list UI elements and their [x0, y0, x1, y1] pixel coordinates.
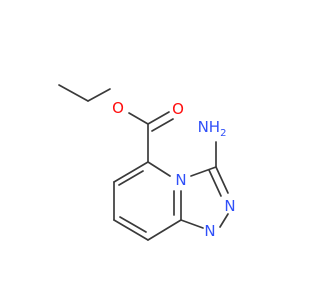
- carbonyl-oxygen-label: O: [172, 100, 184, 118]
- bond-n2-n1: [219, 213, 229, 228]
- ring-bridge-nitrogen-label: N: [175, 171, 186, 189]
- bond-o-c: [128, 112, 149, 125]
- bond-c3-n2-inner: [208, 169, 222, 197]
- bond-c7-c8: [113, 219, 149, 241]
- atom-labels: O O NH2 N N N: [112, 99, 236, 240]
- molecule-structure: O O NH2 N N N: [58, 84, 236, 241]
- ester-oxygen-label: O: [112, 99, 124, 117]
- bond-c3-n2: [215, 166, 229, 194]
- amine-main: NH: [198, 118, 221, 136]
- amine-label: NH2: [198, 118, 227, 139]
- bond-c7-c8-inner: [119, 216, 147, 233]
- bond-c-o-double-b: [151, 118, 174, 132]
- bond-c-o-double-a: [147, 111, 170, 125]
- bond-c8-c8a: [147, 219, 182, 241]
- bond-ch3-ch2: [58, 84, 89, 102]
- bond-c5-c6-inner: [118, 170, 144, 186]
- bond-ch2-o: [87, 88, 111, 102]
- molecule-diagram: O O NH2 N N N: [58, 84, 236, 241]
- ring-nitrogen-1-label: N: [204, 222, 215, 240]
- bonds: [58, 84, 229, 241]
- ring-nitrogen-2-label: N: [224, 197, 235, 215]
- bond-n4-c5: [147, 161, 171, 177]
- amine-subscript: 2: [220, 128, 226, 139]
- bond-n1-c8a: [180, 219, 204, 229]
- bond-n4-c3: [190, 166, 217, 177]
- bond-c5-c6: [113, 161, 149, 183]
